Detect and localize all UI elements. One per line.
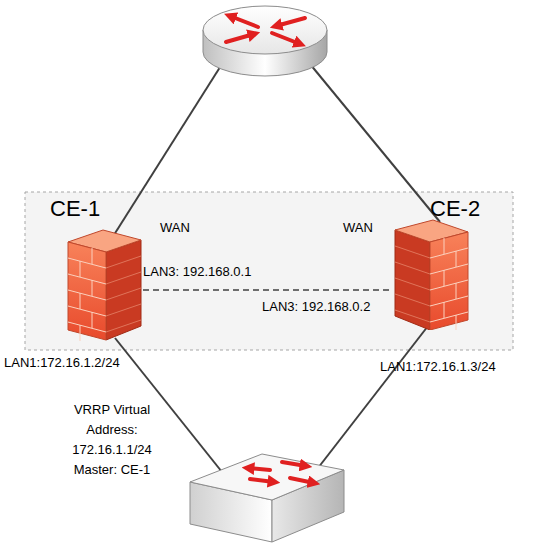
link-wires [112, 64, 440, 472]
router-symbol [203, 6, 327, 76]
switch-symbol [190, 454, 344, 542]
wan-wire [310, 64, 440, 222]
interface-label: LAN1:172.16.1.2/24 [4, 353, 120, 372]
lan-wire [318, 326, 428, 468]
firewall-node: CE-2 [393, 196, 517, 330]
lan3-link [143, 289, 393, 291]
edge-layer [143, 290, 393, 291]
device-name: CE-2 [430, 196, 480, 222]
firewall-symbol [68, 230, 141, 341]
vrrp-note: VRRP Virtual Address: 172.16.1.1/24 Mast… [54, 400, 170, 480]
firewall-node: CE-1 [48, 196, 143, 344]
firewall-symbol [395, 220, 468, 330]
interface-label: WAN [343, 218, 373, 237]
interface-label: LAN3: 192.168.0.2 [262, 297, 370, 316]
interface-label: WAN [160, 218, 190, 237]
group-frame [25, 192, 513, 350]
wan-wire [112, 64, 222, 238]
interface-label: LAN1:172.16.1.3/24 [380, 357, 496, 376]
interface-label: LAN3: 192.168.0.1 [143, 262, 251, 281]
device-name: CE-1 [50, 196, 100, 222]
